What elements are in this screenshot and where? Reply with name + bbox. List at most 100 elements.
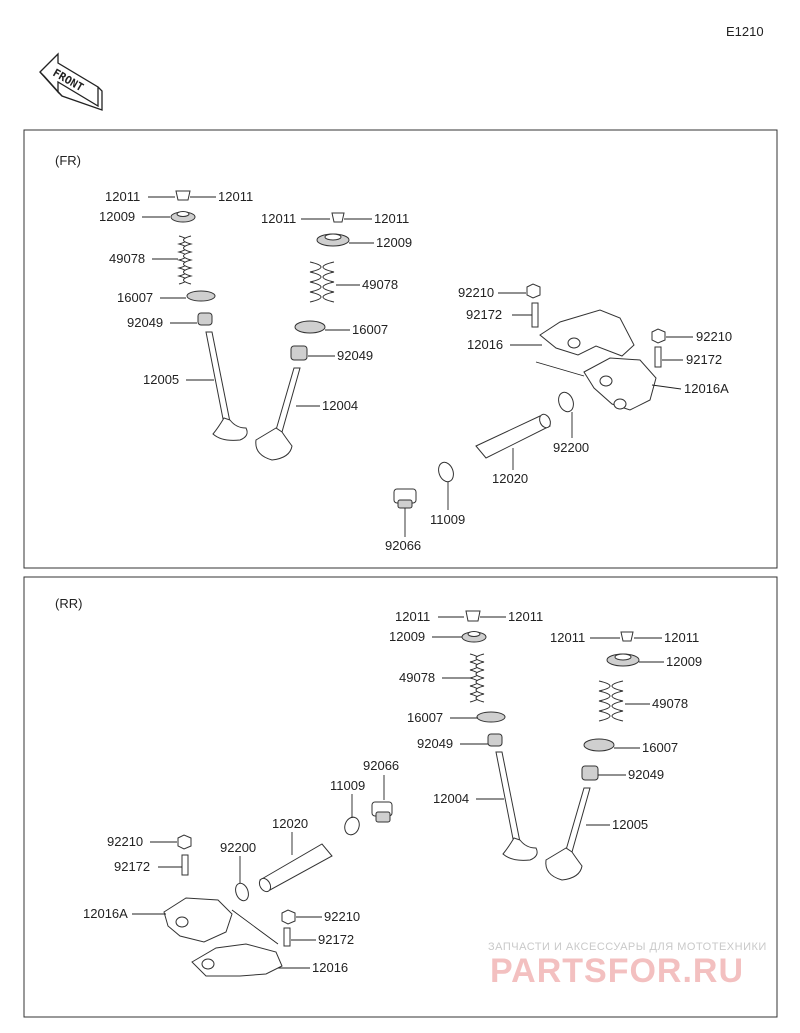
fr-callout-a3: 12009 (99, 209, 135, 224)
fr-callout-b4: 49078 (362, 277, 398, 292)
section-rear: (RR) 12011 12011 12009 (23, 576, 778, 1018)
fr-callout-b7: 12004 (322, 398, 358, 413)
fr-callout-a5: 16007 (117, 290, 153, 305)
rr-rocker-assembly: 92066 11009 12020 92200 92210 92172 1201… (83, 758, 399, 977)
stem-seal-part (197, 312, 213, 326)
watermark-logo: PARTSFOR.RU (490, 952, 744, 990)
spring-seat-part (294, 320, 326, 334)
rocker-arm-part (163, 897, 233, 943)
stem-seal-part (487, 733, 503, 747)
washer-part (344, 816, 360, 836)
fr-callout-c7: 92200 (553, 440, 589, 455)
adjusting-screw-part (181, 854, 189, 876)
fr-callout-c2: 92172 (466, 307, 502, 322)
valve-part (205, 331, 248, 441)
section-rear-frame (23, 576, 778, 1018)
locknut-part (281, 909, 296, 925)
locknut-part (526, 283, 541, 299)
rr-callout-a5: 16007 (407, 710, 443, 725)
rr-valve-a-assembly: 12011 12011 12009 49078 16007 92049 1200… (389, 609, 543, 861)
rr-callout-c3: 12020 (272, 816, 308, 831)
rr-callout-a1: 12011 (395, 609, 430, 624)
rr-valve-b-assembly: 12011 12011 12009 49078 16007 92049 1200… (545, 630, 702, 881)
fr-callout-a7: 12005 (143, 372, 179, 387)
rr-callout-c4: 92200 (220, 840, 256, 855)
rr-callout-a4: 49078 (399, 670, 435, 685)
fr-callout-c1: 92210 (458, 285, 494, 300)
spring-seat-part (186, 290, 216, 302)
spring-seat-part (583, 738, 615, 752)
plug-part (393, 488, 417, 509)
rr-callout-c8: 92210 (324, 909, 360, 924)
plug-part (371, 801, 393, 823)
valve-part (255, 367, 301, 461)
fr-callout-b6: 92049 (337, 348, 373, 363)
rr-callout-b2: 12011 (664, 630, 699, 645)
valve-spring-part (598, 680, 624, 722)
o-ring-part (235, 882, 249, 902)
valve-cotter-part (620, 631, 634, 642)
fr-callout-c10: 92066 (385, 538, 421, 553)
valve-spring-part (309, 261, 335, 303)
fr-valve-b-assembly: 12011 12011 12009 49078 16007 92049 1200… (255, 211, 412, 461)
rocker-arm-part (539, 309, 635, 357)
rr-callout-b6: 92049 (628, 767, 664, 782)
fr-callout-a2: 12011 (218, 189, 253, 204)
fr-callout-c8: 12020 (492, 471, 528, 486)
front-arrow-icon: FRONT (39, 52, 103, 111)
rr-callout-a7: 12004 (433, 791, 469, 806)
rr-callout-c9: 92172 (318, 932, 354, 947)
diagram-code: E1210 (726, 24, 764, 39)
watermark-tagline: ЗАПЧАСТИ И АКСЕССУАРЫ ДЛЯ МОТОТЕХНИКИ (488, 941, 767, 953)
fr-callout-c5: 92172 (686, 352, 722, 367)
spring-seat-part (476, 711, 506, 723)
fr-callout-b3: 12009 (376, 235, 412, 250)
valve-cotter-part (465, 610, 481, 622)
rr-callout-c10: 12016 (312, 960, 348, 975)
section-rear-label: (RR) (55, 596, 82, 611)
o-ring-part (558, 391, 574, 413)
rr-callout-c1: 92066 (363, 758, 399, 773)
fr-callout-a4: 49078 (109, 251, 145, 266)
rr-callout-c7: 12016A (83, 906, 128, 921)
valve-cotter-part (175, 190, 191, 201)
rr-callout-c2: 11009 (330, 778, 365, 793)
rocker-arm-part (583, 357, 657, 411)
rocker-arm-part (191, 943, 283, 977)
rr-callout-b5: 16007 (642, 740, 678, 755)
valve-part (495, 751, 538, 861)
fr-callout-b1: 12011 (261, 211, 296, 226)
fr-callout-b5: 16007 (352, 322, 388, 337)
rr-callout-a2: 12011 (508, 609, 543, 624)
section-front-frame (23, 129, 778, 569)
adjusting-screw-part (283, 927, 291, 947)
rr-callout-a3: 12009 (389, 629, 425, 644)
rr-callout-b4: 49078 (652, 696, 688, 711)
fr-rocker-assembly: 92210 92172 12016 92210 92172 12016A 922… (385, 283, 732, 553)
fr-callout-a6: 92049 (127, 315, 163, 330)
valve-spring-part (177, 235, 193, 285)
locknut-part (651, 328, 666, 344)
valve-part (545, 787, 591, 881)
fr-callout-c6: 12016A (684, 381, 729, 396)
valve-spring-part (469, 653, 485, 703)
washer-part (438, 461, 454, 483)
rocker-shaft-part (259, 843, 333, 891)
fr-callout-c3: 12016 (467, 337, 503, 352)
rr-callout-b1: 12011 (550, 630, 585, 645)
section-front-label: (FR) (55, 153, 81, 168)
rr-callout-b3: 12009 (666, 654, 702, 669)
adjusting-screw-part (654, 346, 662, 368)
fr-callout-c4: 92210 (696, 329, 732, 344)
valve-cotter-part (331, 212, 345, 223)
locknut-part (177, 834, 192, 850)
rr-callout-a6: 92049 (417, 736, 453, 751)
fr-callout-c9: 11009 (430, 512, 465, 527)
rr-callout-b7: 12005 (612, 817, 648, 832)
stem-seal-part (290, 345, 308, 361)
adjusting-screw-part (531, 302, 539, 328)
section-front: (FR) (23, 129, 778, 569)
stem-seal-part (581, 765, 599, 781)
fr-valve-a-assembly: 12011 12011 12009 49078 16007 92049 1200… (99, 189, 253, 441)
